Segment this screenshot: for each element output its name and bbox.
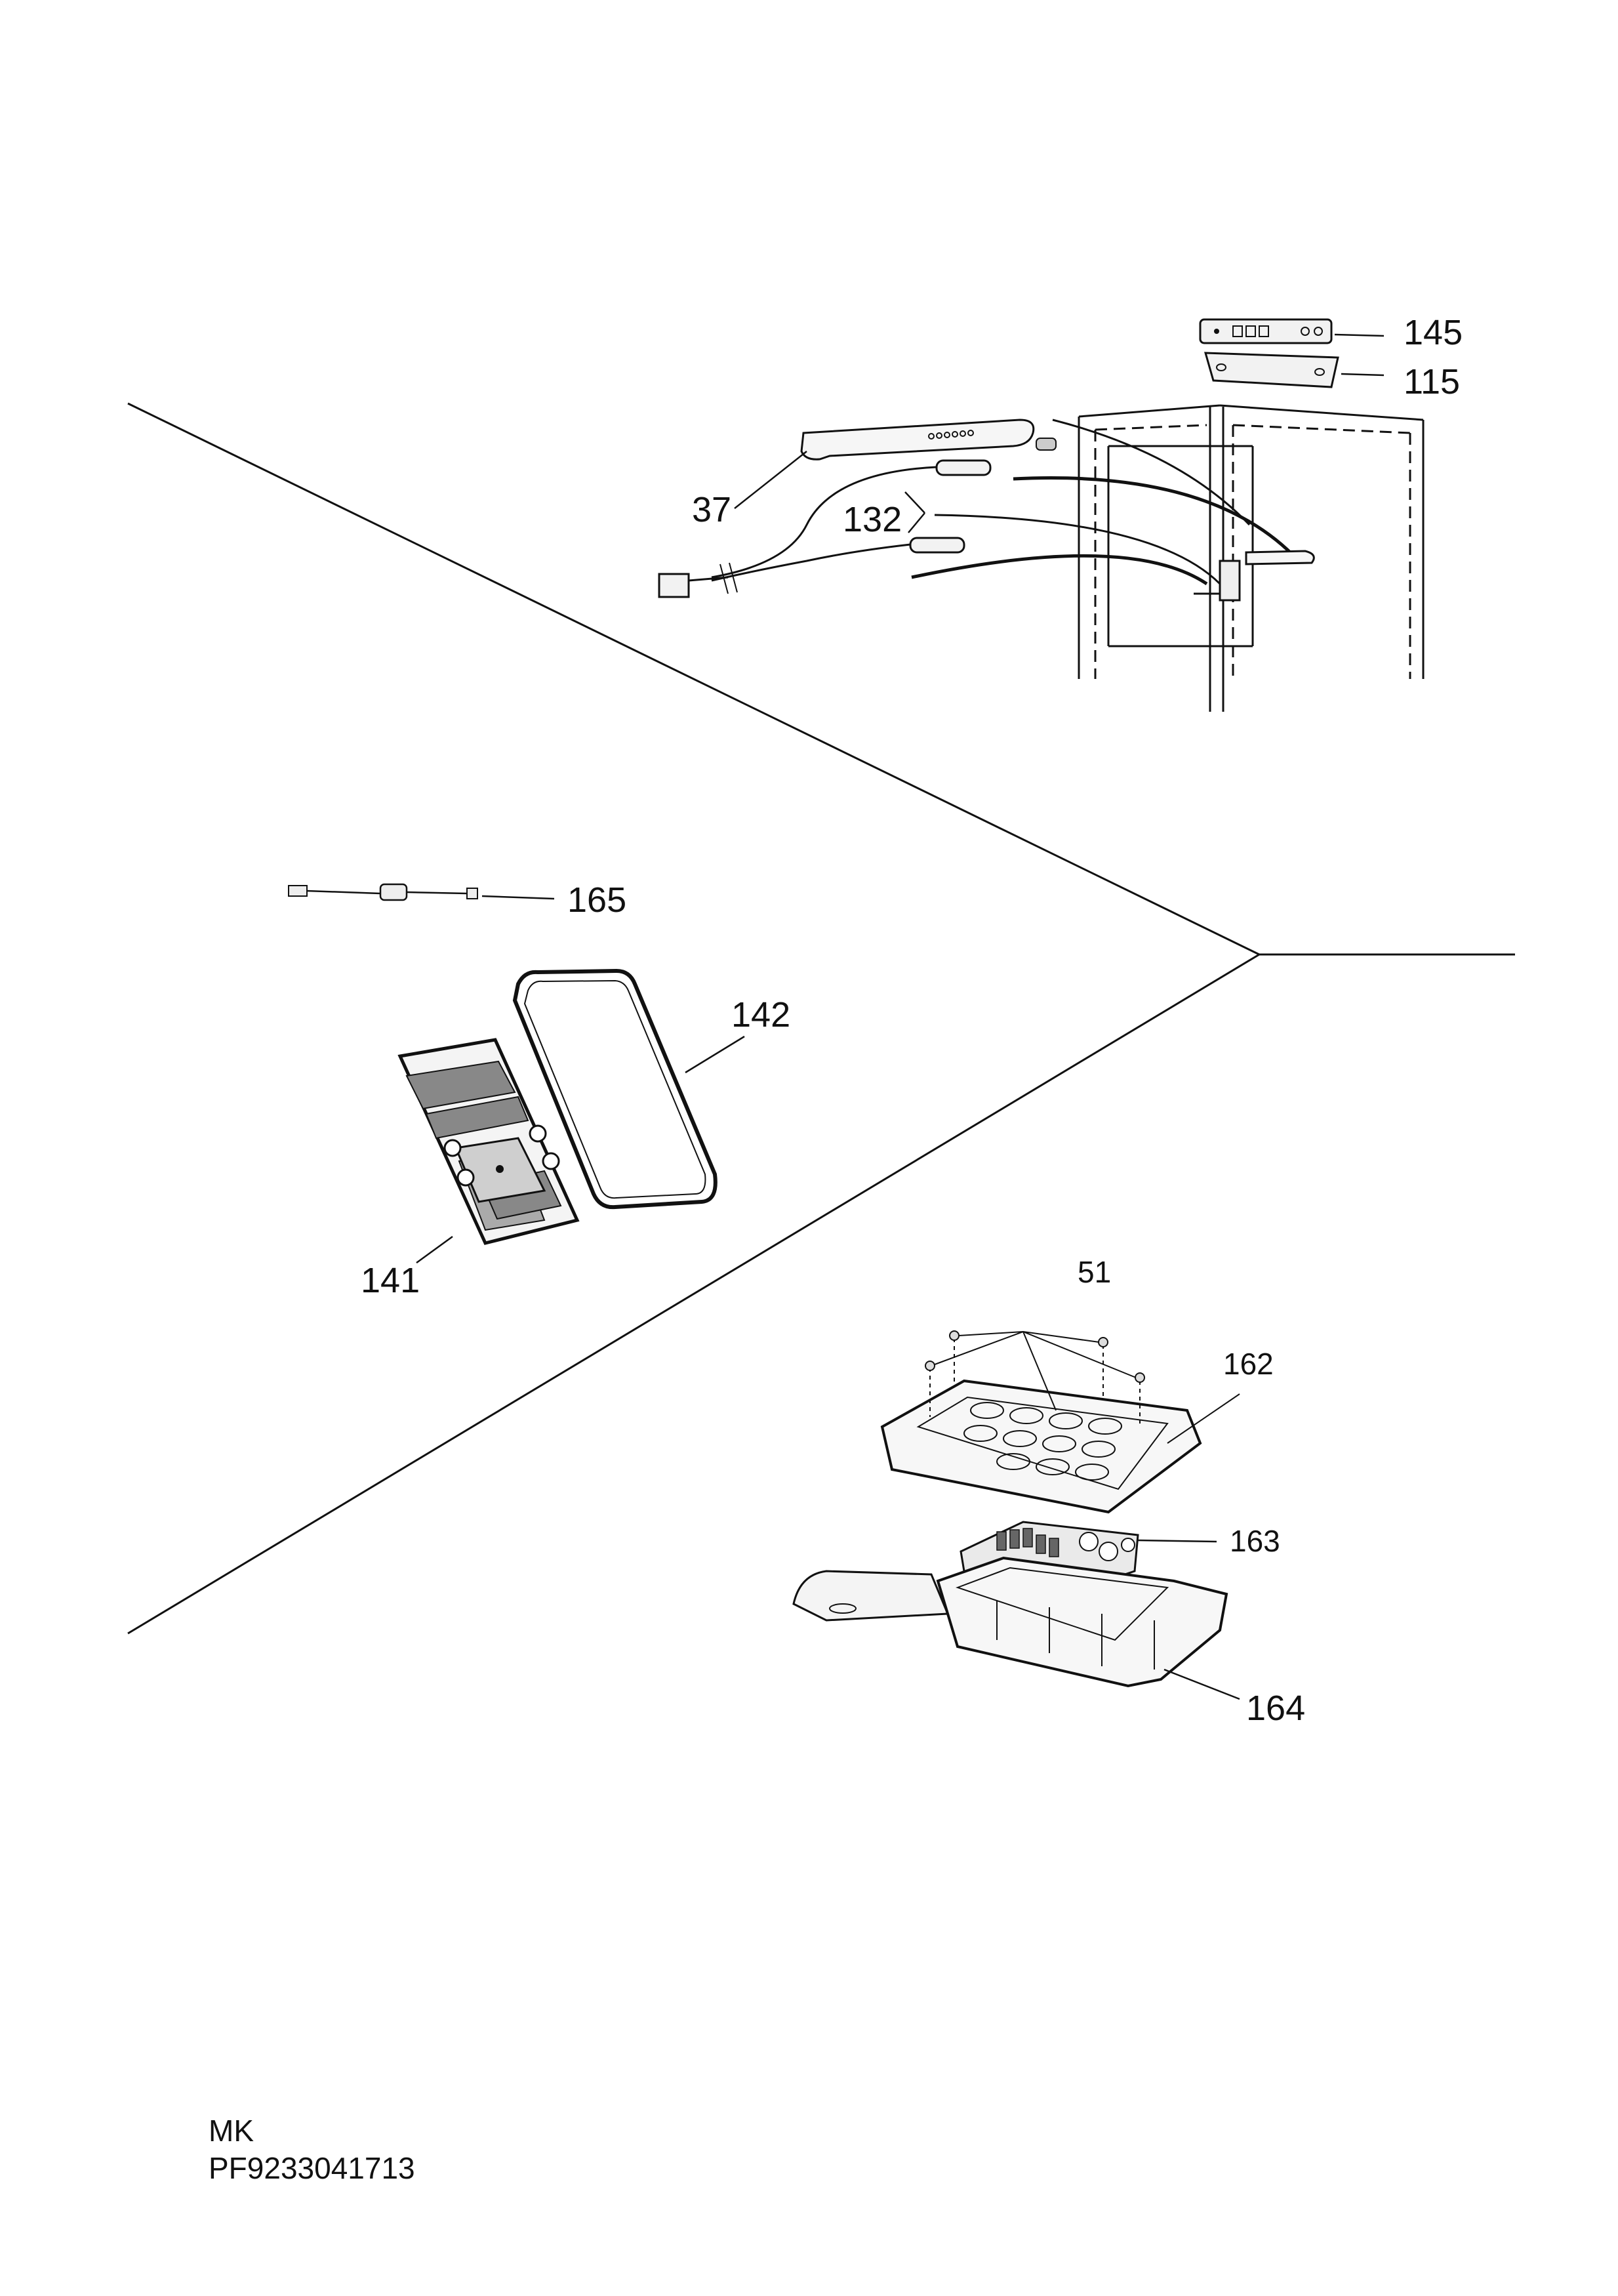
callout-164: 164 [1246, 1689, 1305, 1728]
callout-51: 51 [1078, 1255, 1111, 1289]
part-115-cover [1203, 352, 1385, 388]
cabinet-frame [1078, 404, 1425, 712]
callout-142: 142 [731, 995, 790, 1035]
part-145-panel [1199, 318, 1385, 344]
part-141-control-panel [397, 1038, 580, 1264]
footer-line-1: MK [209, 2114, 254, 2148]
callout-141: 141 [361, 1261, 420, 1300]
callout-162: 162 [1223, 1347, 1274, 1381]
callout-115: 115 [1404, 362, 1460, 401]
callout-163: 163 [1230, 1524, 1280, 1558]
part-162-board-cover [880, 1330, 1240, 1514]
callout-132: 132 [843, 500, 902, 539]
section-divider-lines [127, 402, 1515, 1635]
part-37-sensor-holder [734, 419, 1300, 562]
part-164-board-housing [792, 1556, 1240, 1700]
footer-line-2: PF9233041713 [209, 2151, 415, 2185]
callout-165: 165 [567, 880, 626, 920]
part-142-display-cover [512, 968, 745, 1210]
part-165-cable [288, 883, 555, 901]
part-132-probe-wires [658, 459, 1315, 602]
callout-145: 145 [1404, 313, 1463, 352]
callout-37: 37 [692, 490, 731, 529]
